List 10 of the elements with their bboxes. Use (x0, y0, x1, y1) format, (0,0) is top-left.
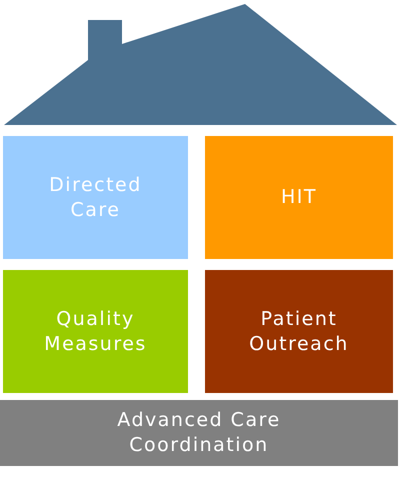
block-label: Quality Measures (43, 306, 148, 356)
block-label: Directed Care (48, 172, 143, 222)
block-label: HIT (281, 185, 317, 210)
block-label: Patient Outreach (248, 306, 350, 356)
colored-block (3, 270, 188, 393)
block-label: Advanced Care Coordination (116, 408, 282, 458)
colored-block (0, 400, 398, 466)
colored-block (205, 136, 393, 259)
colored-block (3, 136, 188, 259)
colored-block (205, 270, 393, 393)
